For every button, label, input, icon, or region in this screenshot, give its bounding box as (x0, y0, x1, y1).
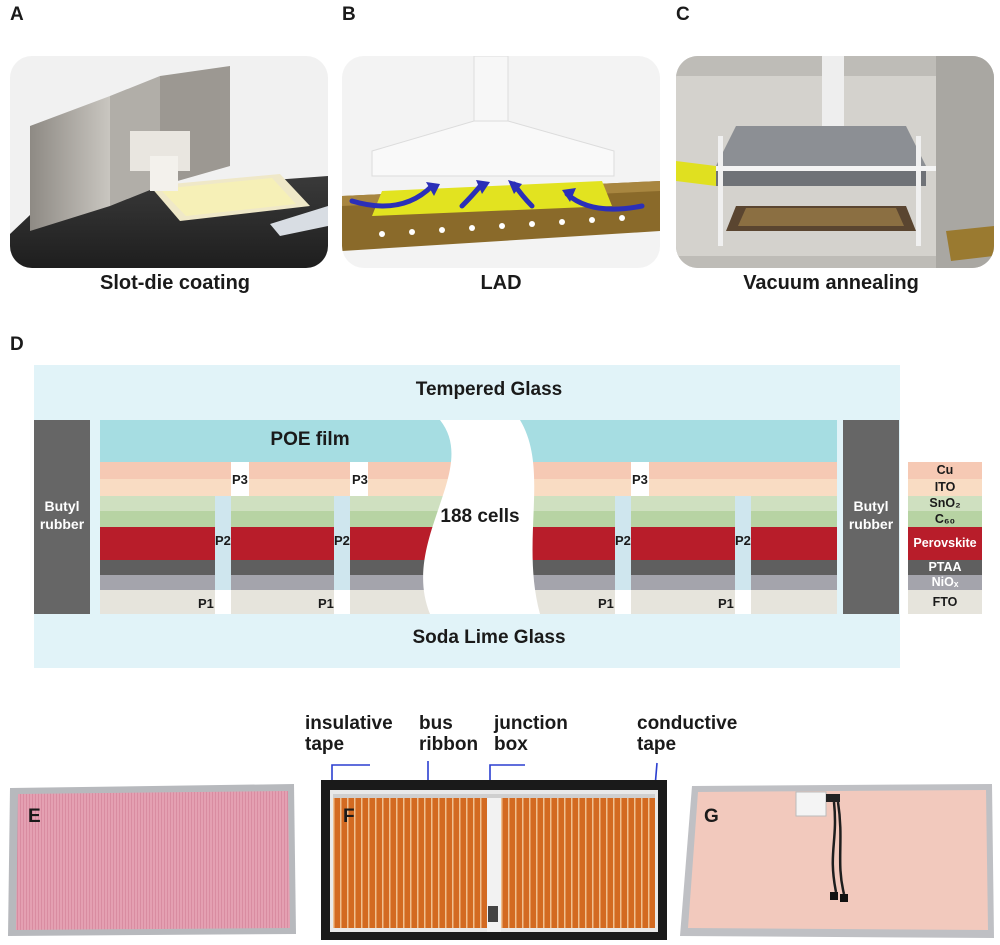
bus-ribbon-label: bus ribbon (419, 713, 479, 755)
poe-film-label: POE film (270, 429, 350, 450)
p2-gap (215, 496, 231, 590)
p3-label: P3 (352, 472, 368, 487)
p2-gap (615, 496, 631, 590)
module-photo-f (321, 780, 667, 940)
panel-label-f: F (343, 806, 355, 827)
legend-ito: ITO (908, 479, 982, 496)
panel-label-c: C (676, 4, 690, 25)
p1-label: P1 (198, 596, 214, 611)
slot-die-coater-illustration (10, 56, 328, 268)
junction-box-label: junction box (494, 713, 568, 755)
panel-label-d: D (10, 334, 24, 355)
p2-label: P2 (615, 533, 631, 548)
break-wave (423, 420, 540, 614)
vacuum-annealing-illustration (676, 56, 994, 268)
butyl-rubber-right-label: Butyl rubber (848, 498, 894, 532)
p3-gap (350, 462, 368, 496)
legend-perovskite: Perovskite (908, 527, 982, 560)
legend-ptaa: PTAA (908, 560, 982, 575)
panel-label-e: E (28, 806, 41, 827)
caption-vacuum-annealing: Vacuum annealing (743, 272, 919, 294)
p1-label: P1 (718, 596, 734, 611)
p1-gap (215, 590, 231, 614)
panel-label-a: A (10, 4, 24, 25)
lad-illustration (342, 56, 660, 268)
legend-c60: C₆₀ (908, 511, 982, 527)
p3-label: P3 (632, 472, 648, 487)
p3-label: P3 (232, 472, 248, 487)
soda-lime-glass-label: Soda Lime Glass (412, 627, 566, 648)
legend-sno2: SnO₂ (908, 496, 982, 511)
caption-slot-die-coating: Slot-die coating (100, 272, 250, 294)
caption-lad: LAD (480, 272, 522, 294)
legend-cu: Cu (908, 462, 982, 479)
p3-gap (631, 462, 649, 496)
insulative-tape-label: insulative tape (305, 713, 393, 755)
p2-label: P2 (735, 533, 751, 548)
p2-label: P2 (215, 533, 231, 548)
module-photo-g (678, 782, 996, 940)
legend-fto: FTO (908, 590, 982, 614)
module-photo-e (8, 782, 298, 938)
cells-count-label: 188 cells (440, 506, 520, 527)
p2-gap (334, 496, 350, 590)
p2-label: P2 (334, 533, 350, 548)
p3-gap (231, 462, 249, 496)
p1-gap (334, 590, 350, 614)
butyl-rubber-left (34, 420, 90, 614)
butyl-rubber-right (843, 420, 899, 614)
butyl-rubber-left-label: Butyl rubber (39, 498, 85, 532)
p1-label: P1 (598, 596, 614, 611)
p1-gap (735, 590, 751, 614)
p2-gap (735, 496, 751, 590)
p1-gap (615, 590, 631, 614)
conductive-tape-label: conductive tape (637, 713, 738, 755)
panel-label-b: B (342, 4, 356, 25)
tempered-glass-label: Tempered Glass (415, 379, 563, 400)
legend-niox: NiOₓ (908, 575, 982, 590)
panel-label-g: G (704, 806, 719, 827)
p1-label: P1 (318, 596, 334, 611)
